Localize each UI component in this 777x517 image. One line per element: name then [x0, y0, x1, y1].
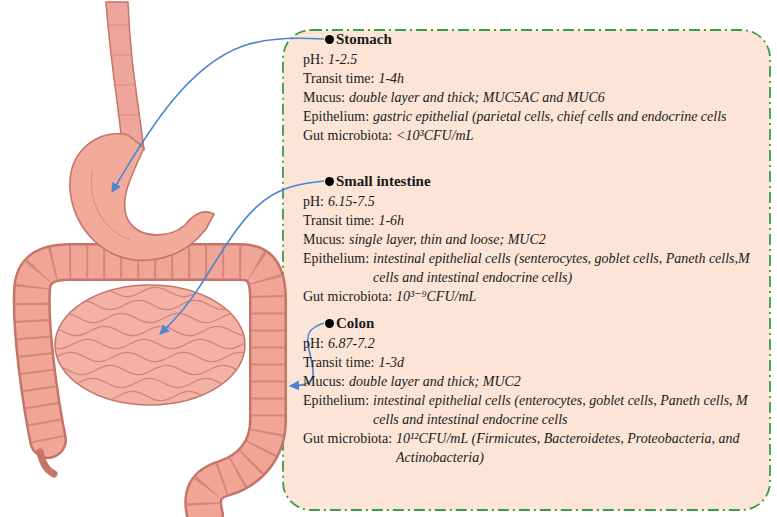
section-heading: Small intestine — [336, 170, 431, 192]
field-key: Transit time: — [303, 69, 374, 88]
section-heading: Colon — [336, 312, 374, 334]
field-row: Transit time:1-6h — [303, 211, 761, 230]
field-key: Transit time: — [303, 211, 374, 230]
intestine-coil — [50, 287, 248, 296]
intestine-coil — [50, 326, 248, 336]
field-value: single layer, thin and loose; MUC2 — [349, 230, 761, 249]
field-key: pH: — [303, 50, 324, 69]
field-value: double layer and thick; MUC2 — [349, 372, 761, 391]
field-row: Gut microbiota:10³⁻⁹CFU/mL — [303, 287, 761, 306]
field-key: Mucus: — [303, 88, 345, 107]
field-row: Epithelium:intestinal epithelial cells (… — [303, 391, 761, 429]
field-value: 6.87-7.2 — [328, 334, 761, 353]
section-block: ColonpH:6.87-7.2Transit time:1-3dMucus:d… — [303, 312, 761, 467]
colon-outline — [32, 262, 268, 515]
esophagus-figure — [106, 2, 144, 150]
colon-haustra — [32, 262, 268, 515]
info-panel — [283, 30, 770, 510]
field-value: 1-3d — [378, 353, 761, 372]
field-value: double layer and thick; MUC5AC and MUC6 — [349, 88, 761, 107]
field-key: pH: — [303, 334, 324, 353]
field-row: Epithelium:gastric epithelial (parietal … — [303, 107, 761, 126]
heading-row: Colon — [325, 312, 761, 334]
appendix — [40, 452, 54, 474]
field-value: 6.15-7.5 — [328, 192, 761, 211]
intestine-coil — [50, 391, 248, 401]
field-key: Epithelium: — [303, 249, 369, 287]
field-key: Gut microbiota: — [303, 429, 392, 467]
field-value: intestinal epithelial cells (senterocyte… — [373, 249, 761, 287]
field-key: Gut microbiota: — [303, 126, 392, 145]
field-row: Transit time:1-3d — [303, 353, 761, 372]
heading-row: Stomach — [325, 28, 761, 50]
section-block: Small intestinepH:6.15-7.5Transit time:1… — [303, 170, 761, 306]
colon-figure — [32, 262, 268, 515]
field-value: <10³CFU/mL — [396, 126, 761, 145]
field-key: Transit time: — [303, 353, 374, 372]
field-key: Mucus: — [303, 372, 345, 391]
intestine-coil — [50, 300, 248, 309]
stomach-figure — [70, 134, 214, 261]
bullet-dot — [325, 35, 334, 44]
intestine-coil — [50, 352, 248, 361]
field-row: pH:6.87-7.2 — [303, 334, 761, 353]
field-value: 10¹²CFU/mL (Firmicutes, Bacteroidetes, P… — [396, 429, 761, 467]
section-heading: Stomach — [336, 28, 392, 50]
field-row: Epithelium:intestinal epithelial cells (… — [303, 249, 761, 287]
field-row: Mucus:single layer, thin and loose; MUC2 — [303, 230, 761, 249]
section-block: StomachpH:1-2.5Transit time:1-4hMucus:do… — [303, 28, 761, 145]
leader-arrow — [112, 38, 324, 192]
field-key: Mucus: — [303, 230, 345, 249]
colon-fill — [32, 262, 268, 515]
field-key: pH: — [303, 192, 324, 211]
field-row: Mucus:double layer and thick; MUC2 — [303, 372, 761, 391]
field-key: Gut microbiota: — [303, 287, 392, 306]
field-value: 1-2.5 — [328, 50, 761, 69]
stomach-fold — [91, 170, 130, 240]
field-value: intestinal epithelial cells (enterocytes… — [373, 391, 761, 429]
heading-row: Small intestine — [325, 170, 761, 192]
field-value: 1-6h — [378, 211, 761, 230]
intestine-coil — [50, 339, 248, 348]
small-intestine-figure — [50, 285, 248, 405]
intestine-coil — [50, 378, 248, 387]
field-row: Transit time:1-4h — [303, 69, 761, 88]
field-row: pH:1-2.5 — [303, 50, 761, 69]
field-value: 10³⁻⁹CFU/mL — [396, 287, 761, 306]
field-key: Epithelium: — [303, 391, 369, 429]
field-row: pH:6.15-7.5 — [303, 192, 761, 211]
bullet-dot — [325, 177, 334, 186]
field-value: 1-4h — [378, 69, 761, 88]
leader-arrow — [160, 181, 324, 334]
field-row: Gut microbiota:10¹²CFU/mL (Firmicutes, B… — [303, 429, 761, 467]
intestine-coil — [50, 365, 248, 374]
field-row: Mucus:double layer and thick; MUC5AC and… — [303, 88, 761, 107]
intestine-coil — [50, 313, 248, 322]
field-value: gastric epithelial (parietal cells, chie… — [373, 107, 761, 126]
bullet-dot — [325, 319, 334, 328]
field-key: Epithelium: — [303, 107, 369, 126]
field-row: Gut microbiota:<10³CFU/mL — [303, 126, 761, 145]
